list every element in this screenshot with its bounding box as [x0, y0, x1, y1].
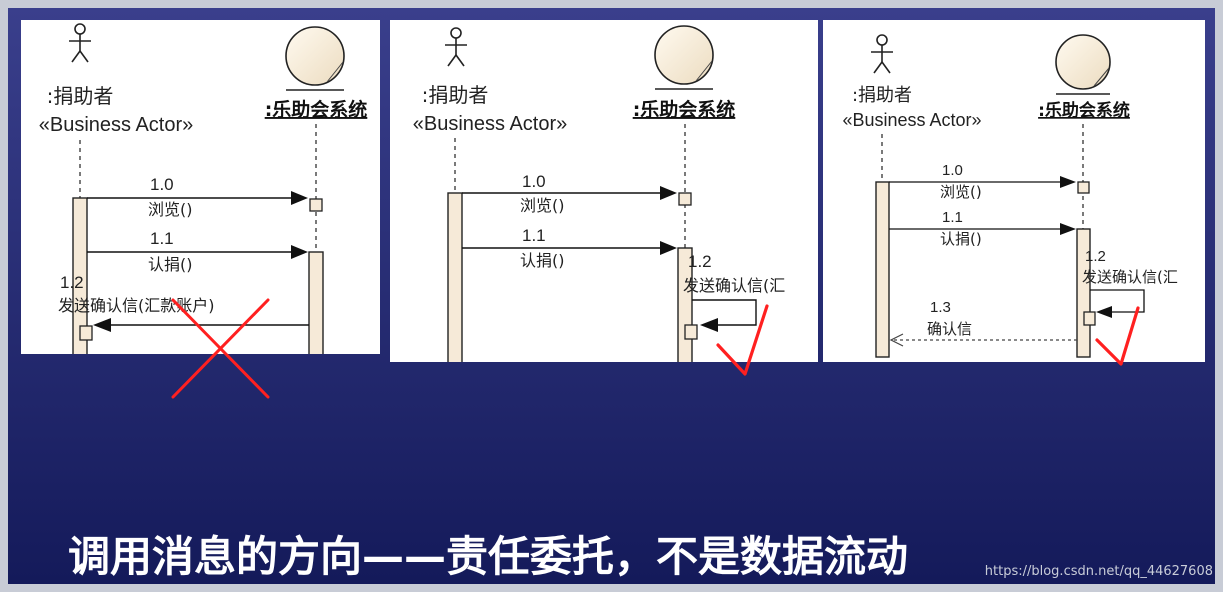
watermark: https://blog.csdn.net/qq_44627608	[985, 564, 1213, 579]
message-1-2-arrowhead	[1096, 306, 1112, 318]
actor-icon	[69, 23, 91, 63]
control-object-icon	[285, 26, 345, 91]
message-1-2-arrowhead	[700, 318, 718, 332]
actor-name: :捐助者	[852, 85, 912, 106]
message-1-1-label: 认捐()	[520, 251, 565, 270]
message-1-0-number: 1.0	[150, 175, 174, 194]
actor-activation-small	[79, 325, 93, 341]
actor-stereotype: «Business Actor»	[413, 113, 568, 135]
system-activation-small	[678, 192, 692, 206]
message-1-2-self-arrow	[692, 299, 757, 326]
message-1-0-number: 1.0	[942, 162, 963, 179]
message-1-0-label: 浏览()	[148, 200, 193, 219]
message-1-2-arrowhead	[93, 318, 111, 332]
message-1-0-arrowhead	[660, 186, 677, 200]
actor-stereotype: «Business Actor»	[39, 114, 194, 136]
system-name: :乐助会系统	[265, 98, 368, 121]
system-self-activation	[684, 324, 698, 340]
message-1-1-number: 1.1	[522, 226, 546, 245]
actor-activation	[72, 197, 88, 354]
panel-1: :捐助者 «Business Actor» :乐助会系统 1.0 浏览()	[21, 20, 380, 399]
actor-name: :捐助者	[422, 83, 489, 107]
control-object-icon	[654, 25, 714, 90]
system-activation-small	[309, 198, 323, 212]
message-1-3-label: 确认信	[927, 320, 972, 338]
message-1-1-number: 1.1	[942, 209, 963, 226]
actor-name: :捐助者	[47, 84, 114, 108]
message-1-1-arrowhead	[660, 241, 677, 255]
system-activation-small	[1077, 181, 1090, 194]
message-1-3-number: 1.3	[930, 299, 951, 316]
message-1-0-number: 1.0	[522, 172, 546, 191]
system-name: :乐助会系统	[633, 98, 736, 121]
system-activation	[308, 251, 324, 354]
message-1-0-arrowhead	[291, 191, 308, 205]
wrong-cross-mark	[171, 298, 270, 399]
message-1-0-label: 浏览()	[940, 183, 982, 201]
system-self-activation	[1083, 311, 1096, 326]
message-1-2-label: 发送确认信(汇	[1082, 268, 1178, 286]
message-1-1-number: 1.1	[150, 229, 174, 248]
system-name: :乐助会系统	[1038, 100, 1130, 121]
actor-activation	[447, 192, 463, 362]
message-1-1-arrowhead	[291, 245, 308, 259]
correct-check-mark	[716, 304, 769, 376]
message-1-0-label: 浏览()	[520, 196, 565, 215]
actor-activation	[875, 181, 890, 358]
actor-stereotype: «Business Actor»	[842, 110, 981, 130]
actor-icon	[445, 27, 467, 67]
message-1-2-number: 1.2	[688, 252, 712, 271]
message-1-2-label: 发送确认信(汇	[683, 276, 785, 295]
message-1-1-label: 认捐()	[148, 255, 193, 274]
correct-check-mark	[1095, 306, 1140, 366]
message-1-2-label: 发送确认信(汇款账户)	[58, 296, 215, 315]
control-object-icon	[1055, 34, 1111, 95]
panel-2: :捐助者 «Business Actor» :乐助会系统 1.0 浏览() 1.…	[390, 20, 818, 376]
actor-icon	[871, 34, 893, 74]
message-1-0-arrowhead	[1060, 176, 1076, 188]
message-1-1-arrowhead	[1060, 223, 1076, 235]
message-1-2-self-arrow	[1090, 289, 1145, 313]
slide-caption: 调用消息的方向——责任委托，不是数据流动	[68, 532, 908, 581]
message-1-3-arrowhead	[889, 333, 904, 347]
message-1-2-number: 1.2	[60, 273, 84, 292]
message-1-1-label: 认捐()	[940, 230, 982, 248]
message-1-2-number: 1.2	[1085, 248, 1106, 265]
panel-3: :捐助者 «Business Actor» :乐助会系统 1.0 浏览() 1.…	[823, 20, 1205, 366]
